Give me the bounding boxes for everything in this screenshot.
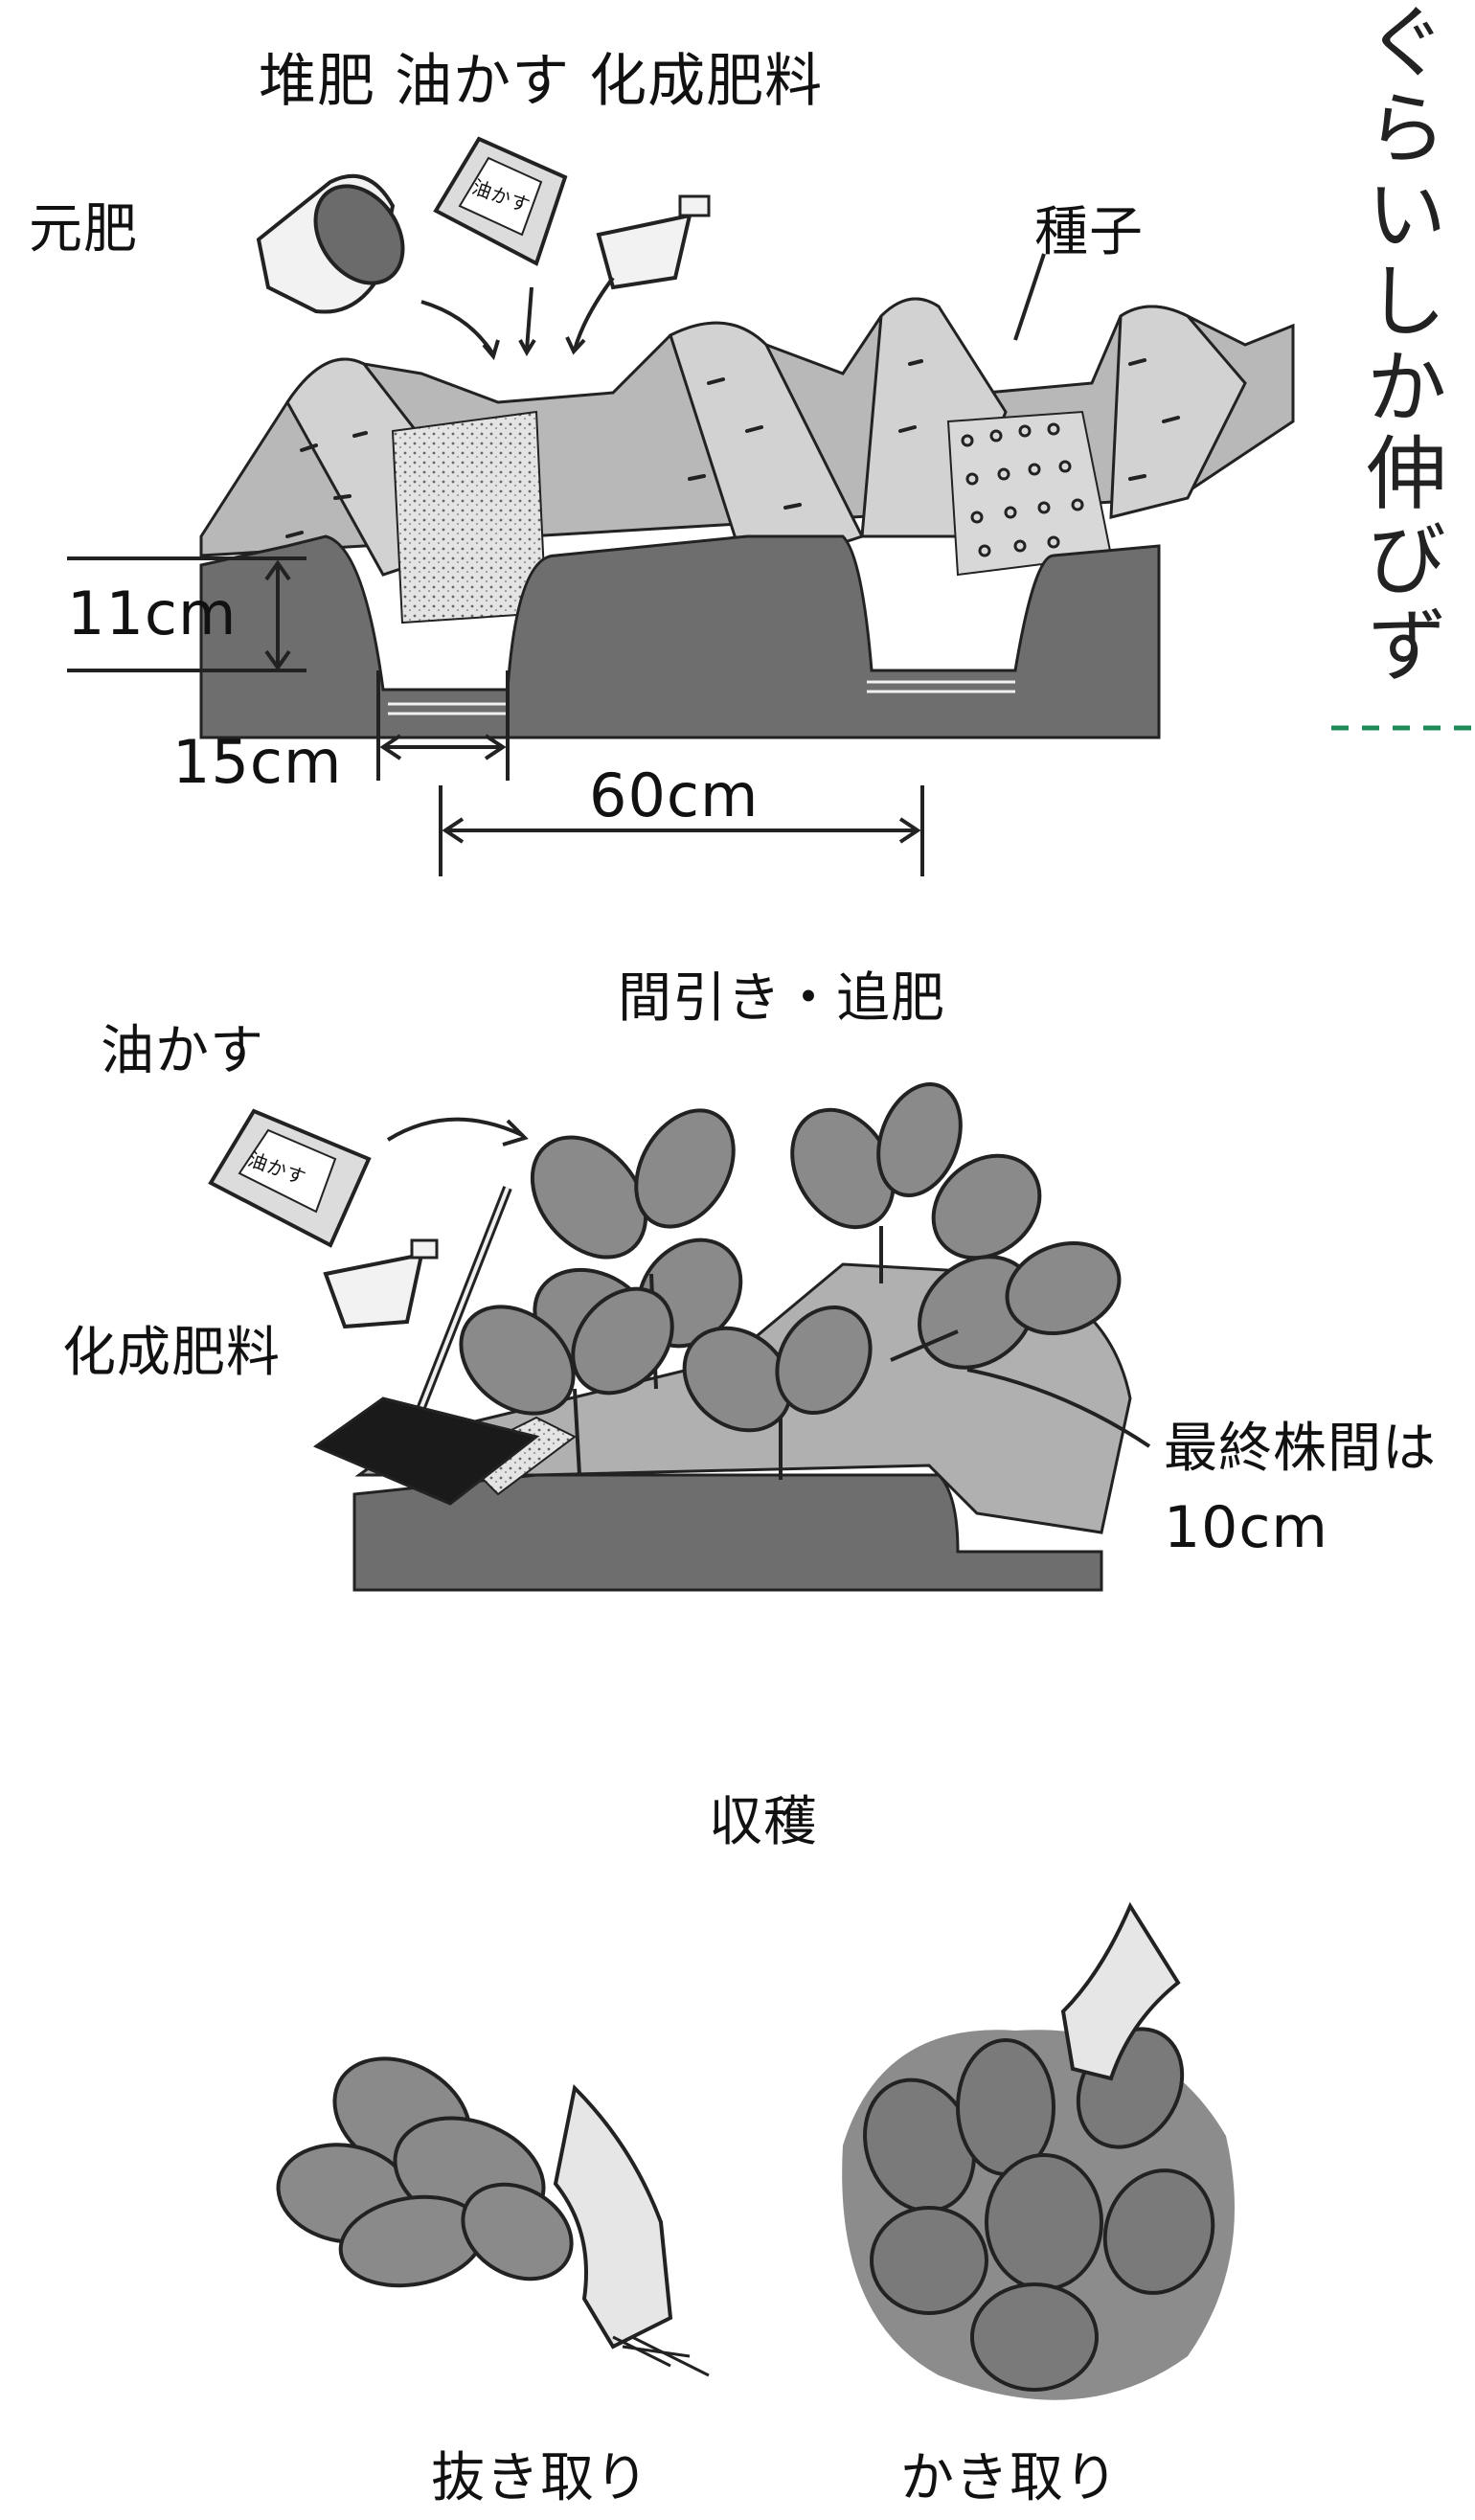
motohi-label: 元肥 [29, 198, 138, 261]
seedling-3 [459, 1286, 674, 1476]
hoe-icon [312, 1186, 540, 1506]
trench-width-label: 15cm [172, 727, 343, 797]
pick-harvest-label: かき取り [900, 2447, 1119, 2509]
chemical-fertilizer-label: 化成肥料 [62, 1322, 281, 1384]
seedlings [459, 1081, 1122, 1480]
final-spacing-label-line2: 10cm [1164, 1494, 1328, 1561]
row-spacing-dimension [439, 785, 924, 876]
hand-icon [553, 2083, 673, 2350]
dressing-arrow [386, 1117, 523, 1142]
trench-width-dimension [376, 670, 510, 781]
chemical-fertilizer-scoop-icon [596, 194, 711, 290]
seed-label: 種子 [1034, 201, 1144, 263]
harvest-title: 収穫 [709, 1791, 818, 1853]
row-spacing-label: 60cm [589, 761, 760, 830]
side-vertical-text: ぐらいしか伸びず [1353, 0, 1447, 690]
oil-cake-bag-icon [433, 136, 568, 266]
spacing-leader-line [966, 1368, 1151, 1448]
seedling-2 [790, 1081, 1042, 1283]
pulled-spinach-plant [276, 2056, 710, 2377]
pull-harvest-label: 抜き取り [431, 2447, 649, 2509]
seedling-4 [682, 1305, 873, 1480]
materials-label: 堆肥 油かす 化成肥料 [259, 48, 824, 115]
seedling-5 [890, 1240, 1122, 1370]
bed-cross-section [199, 297, 1295, 739]
hand-icon-2 [1060, 1901, 1181, 2081]
oil-cake-label: 油かす [101, 1020, 264, 1082]
thinning-title: 間引き・追肥 [618, 967, 945, 1030]
picked-spinach-plant [842, 1901, 1235, 2400]
scoop-icon-2 [323, 1238, 439, 1329]
depth-dimension [67, 556, 306, 672]
compost-bucket-icon [256, 173, 405, 314]
depth-label: 11cm [67, 579, 238, 648]
oil-cake-bag-icon-2 [208, 1108, 372, 1248]
seed-leader-line [1013, 253, 1046, 341]
fall-arrows [420, 276, 615, 361]
final-spacing-label-line1: 最終株間は [1164, 1418, 1437, 1480]
